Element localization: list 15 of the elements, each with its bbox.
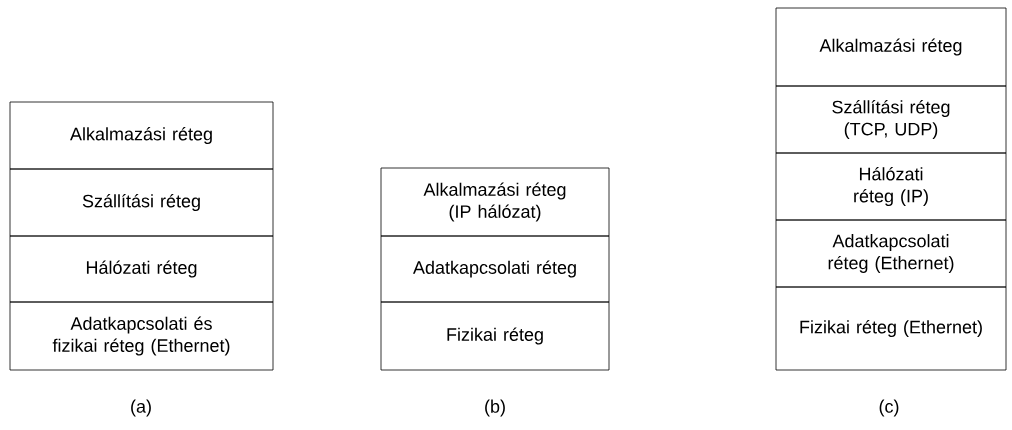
layer-box: Fizikai réteg [380, 301, 610, 371]
panel-label: (a) [131, 399, 151, 417]
layer-box: Szállítási réteg [9, 168, 274, 237]
layer-box: Alkalmazási réteg [775, 7, 1007, 87]
layer-box: Adatkapcsolati és fizikai réteg (Ethernet) [9, 301, 274, 371]
layer-box: Szállítási réteg (TCP, UDP) [775, 85, 1007, 154]
layer-box: Adatkapcsolati réteg (Ethernet) [775, 219, 1007, 288]
layer-box: Alkalmazási réteg (IP hálózat) [380, 167, 610, 237]
layer-box: Adatkapcsolati réteg [380, 235, 610, 303]
layer-box: Alkalmazási réteg [9, 101, 274, 170]
layer-box: Fizikai réteg (Ethernet) [775, 286, 1007, 371]
layer-box: Hálózati réteg [9, 235, 274, 303]
panel-label: (b) [485, 399, 505, 417]
layer-box: Hálózati réteg (IP) [775, 152, 1007, 221]
panel-label: (c) [879, 399, 899, 417]
